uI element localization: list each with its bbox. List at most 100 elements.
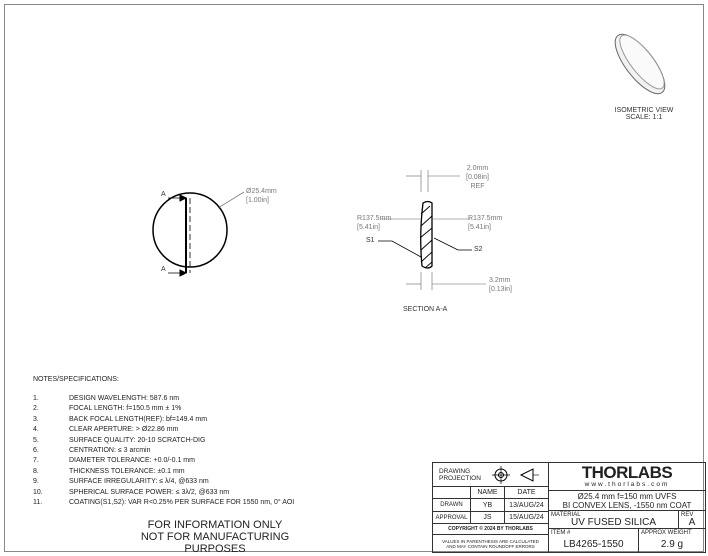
- thickness-ref-in: [0.08in]: [466, 174, 489, 181]
- note-number: 4.: [33, 426, 39, 434]
- note-text: FOCAL LENGTH: f=150.5 mm ± 1%: [69, 405, 182, 413]
- projection-cell: DRAWING PROJECTION: [433, 463, 549, 487]
- title-block: DRAWING PROJECTION NAME DATE DRAWN YB 13…: [432, 462, 706, 553]
- website: www.thorlabs.com: [584, 481, 670, 488]
- note-text: SURFACE IRREGULARITY: ≤ λ/4, @633 nm: [69, 478, 209, 486]
- note-item: 10. SPHERICAL SURFACE POWER: ≤ 3λ/2, @633…: [33, 489, 294, 499]
- note-number: 6.: [33, 446, 39, 454]
- note-text: THICKNESS TOLERANCE: ±0.1 mm: [69, 467, 185, 475]
- note-number: 8.: [33, 467, 39, 475]
- material-value: UV FUSED SILICA: [570, 517, 657, 528]
- thorlabs-logo: THORLABS: [581, 463, 673, 482]
- item-number: LB4265-1550: [563, 538, 624, 550]
- disclaimer: FOR INFORMATION ONLY NOT FOR MANUFACTURI…: [110, 519, 320, 555]
- weight-cell: APPROX WEIGHT 2.9 g: [639, 529, 705, 552]
- note-item: 2. FOCAL LENGTH: f=150.5 mm ± 1%: [33, 405, 294, 415]
- diameter-dimension: Ø25.4mm [1.00in]: [246, 187, 277, 205]
- radius-left-in: [5.41in]: [357, 224, 380, 231]
- note-text: DIAMETER TOLERANCE: +0.0/-0.1 mm: [69, 457, 195, 465]
- weight-value: 2.9 g: [660, 538, 684, 550]
- notes-title: NOTES/SPECIFICATIONS:: [33, 376, 119, 383]
- third-angle-projection-icon: [492, 465, 539, 484]
- section-label-a-top: A: [161, 191, 166, 198]
- isometric-view: [614, 33, 666, 95]
- note-number: 10.: [33, 488, 43, 496]
- material-label: MATERIAL: [551, 512, 581, 518]
- note-item: 7. DIAMETER TOLERANCE: +0.0/-0.1 mm: [33, 457, 294, 467]
- note-text: BACK FOCAL LENGTH(REF): bf=149.4 mm: [69, 415, 208, 423]
- note-item: 6. CENTRATION: ≤ 3 arcmin: [33, 447, 294, 457]
- approval-label: APPROVAL: [433, 512, 471, 524]
- note-item: 3. BACK FOCAL LENGTH(REF): bf=149.4 mm: [33, 416, 294, 426]
- approval-date: 15/AUG/24: [505, 512, 549, 524]
- rev-value: A: [688, 517, 696, 528]
- name-header: NAME: [471, 487, 505, 499]
- date-header: DATE: [505, 487, 549, 499]
- projection-label: DRAWING PROJECTION: [439, 467, 481, 482]
- thickness-ref-dimension: 2.0mm [0.08in] REF: [466, 164, 489, 191]
- radius-left-dimension: R137.5mm [5.41in]: [357, 214, 391, 232]
- section-view: [378, 170, 486, 290]
- item-label: ITEM #: [551, 530, 571, 536]
- front-view: [152, 191, 245, 277]
- rev-cell: REV A: [679, 511, 705, 529]
- note-number: 7.: [33, 457, 39, 465]
- weight-label: APPROX WEIGHT: [641, 530, 692, 536]
- thickness-ref-mm: 2.0mm: [466, 165, 489, 172]
- radius-right-mm: R137.5mm: [468, 215, 503, 222]
- isometric-title: ISOMETRIC VIEW: [614, 107, 674, 114]
- values-note: VALUES IN PARENTHESIS ARE CALCULATED AND…: [433, 535, 549, 552]
- surface-s1-label: S1: [366, 237, 375, 244]
- ref-label: REF: [470, 183, 485, 190]
- drawing-border: [4, 4, 704, 552]
- center-thickness-in: [0.13in]: [489, 286, 512, 293]
- center-thickness-dimension: 3.2mm [0.13in]: [489, 276, 512, 294]
- description-cell: Ø25.4 mm f=150 mm UVFS BI CONVEX LENS, -…: [549, 491, 705, 511]
- note-item: 8. THICKNESS TOLERANCE: ±0.1 mm: [33, 468, 294, 478]
- note-number: 1.: [33, 395, 39, 402]
- rev-label: REV: [681, 512, 694, 518]
- note-item: 5. SURFACE QUALITY: 20-10 SCRATCH-DIG: [33, 437, 294, 447]
- notes-list: 1. DESIGN WAVELENGTH: 587.6 nm 2. FOCAL LEN…: [33, 395, 294, 509]
- note-number: 2.: [33, 405, 39, 413]
- disclaimer-line-1: FOR INFORMATION ONLY: [147, 519, 283, 531]
- drawn-name: YB: [471, 499, 505, 512]
- disclaimer-line-2: NOT FOR MANUFACTURING PURPOSES: [140, 531, 290, 555]
- diameter-in: [1.00in]: [246, 197, 269, 204]
- note-number: 9.: [33, 478, 39, 486]
- drawn-label: DRAWN: [433, 499, 471, 512]
- section-label-a-bottom: A: [161, 266, 166, 273]
- note-number: 11.: [33, 498, 43, 506]
- note-item: 11. COATING(S1,S2): VAR R<0.25% PER SURFA…: [33, 499, 294, 509]
- approval-name: JS: [471, 512, 505, 524]
- notes-section: NOTES/SPECIFICATIONS: 1. DESIGN WAVELENGT…: [33, 376, 294, 509]
- radius-right-in: [5.41in]: [468, 224, 491, 231]
- drawn-date: 13/AUG/24: [505, 499, 549, 512]
- isometric-scale: SCALE: 1:1: [625, 114, 663, 121]
- note-item: 4. CLEAR APERTURE: > Ø22.86 mm: [33, 426, 294, 436]
- logo-cell: THORLABS www.thorlabs.com: [549, 463, 705, 491]
- description-line-2: BI CONVEX LENS, -1550 nm COAT: [562, 500, 692, 510]
- note-item: 1. DESIGN WAVELENGTH: 587.6 nm: [33, 395, 294, 405]
- note-text: CLEAR APERTURE: > Ø22.86 mm: [69, 426, 179, 434]
- radius-left-mm: R137.5mm: [357, 215, 392, 222]
- section-title: SECTION A-A: [403, 306, 448, 313]
- note-text: DESIGN WAVELENGTH: 587.6 nm: [69, 395, 180, 402]
- note-text: CENTRATION: ≤ 3 arcmin: [69, 446, 151, 454]
- center-thickness-mm: 3.2mm: [489, 277, 511, 284]
- note-item: 9. SURFACE IRREGULARITY: ≤ λ/4, @633 nm: [33, 478, 294, 488]
- description-line-1: Ø25.4 mm f=150 mm UVFS: [577, 491, 677, 501]
- radius-right-dimension: R137.5mm [5.41in]: [468, 214, 502, 232]
- surface-s2-label: S2: [474, 246, 483, 253]
- diameter-mm: Ø25.4mm: [246, 188, 277, 195]
- note-text: SURFACE QUALITY: 20-10 SCRATCH-DIG: [69, 436, 206, 444]
- note-text: SPHERICAL SURFACE POWER: ≤ 3λ/2, @633 nm: [69, 488, 230, 496]
- material-cell: MATERIAL UV FUSED SILICA: [549, 511, 679, 529]
- note-number: 3.: [33, 415, 39, 423]
- note-number: 5.: [33, 436, 39, 444]
- note-text: COATING(S1,S2): VAR R<0.25% PER SURFACE …: [69, 498, 295, 506]
- item-cell: ITEM # LB4265-1550: [549, 529, 639, 552]
- copyright: COPYRIGHT © 2024 BY THORLABS: [433, 524, 549, 535]
